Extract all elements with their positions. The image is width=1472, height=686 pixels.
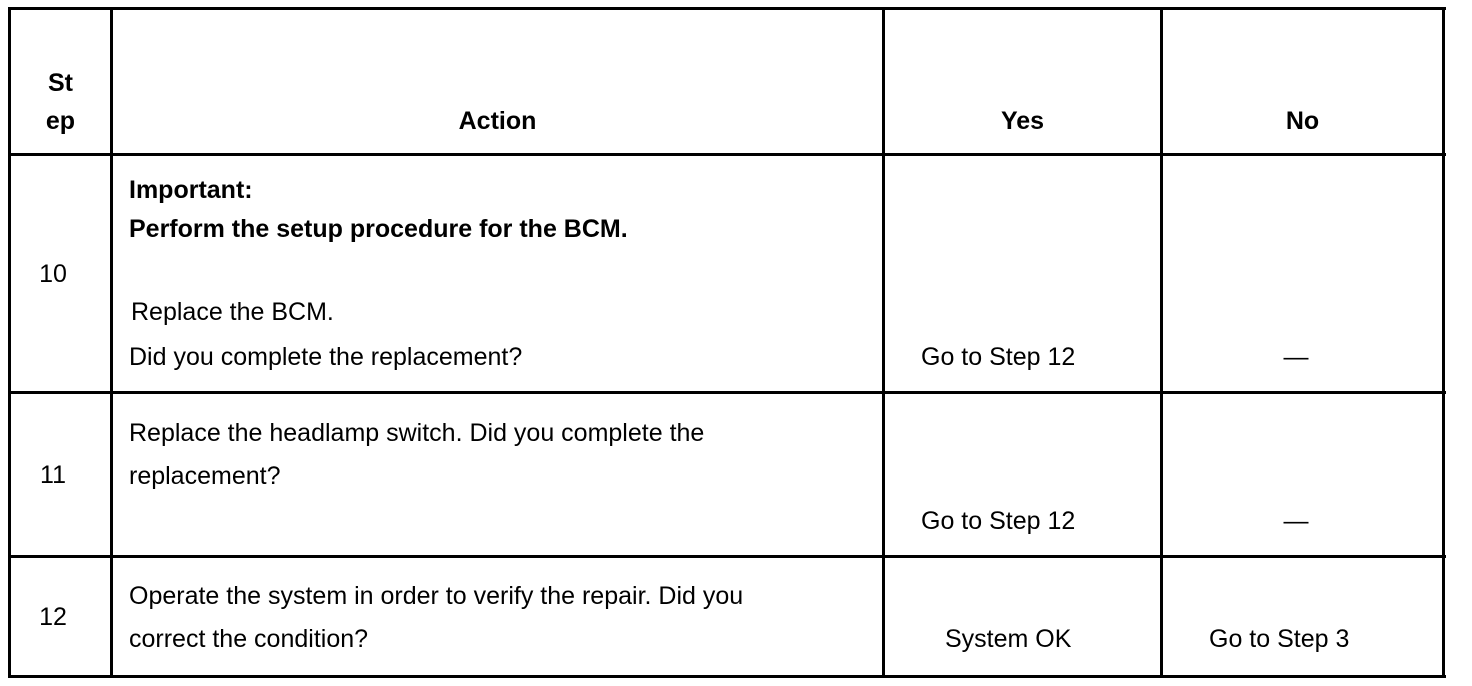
- yes-10: Go to Step 12: [921, 343, 1076, 371]
- header-divider: [8, 153, 1446, 156]
- action-11-line2: replacement?: [129, 462, 281, 490]
- no-11: —: [1283, 507, 1309, 535]
- table-border-top: [8, 7, 1446, 10]
- step-number-11: 11: [40, 461, 66, 489]
- important-label: Important:: [129, 176, 253, 204]
- no-12: Go to Step 3: [1209, 625, 1350, 653]
- action-11-line1: Replace the headlamp switch. Did you com…: [129, 419, 705, 447]
- action-10-line1: Replace the BCM.: [131, 298, 334, 326]
- header-action: Action: [458, 107, 537, 135]
- column-divider-step: [110, 7, 113, 678]
- table-border-right: [1442, 7, 1445, 678]
- header-step-line2: ep: [45, 107, 76, 135]
- action-12-line1: Operate the system in order to verify th…: [129, 582, 744, 610]
- important-text: Perform the setup procedure for the BCM.: [129, 215, 628, 243]
- row-divider-11: [8, 555, 1446, 558]
- action-10-line2: Did you complete the replacement?: [129, 343, 523, 371]
- column-divider-yes: [1160, 7, 1163, 678]
- action-12-line2: correct the condition?: [129, 625, 369, 653]
- no-10: —: [1283, 343, 1309, 371]
- header-no: No: [1285, 107, 1320, 135]
- column-divider-action: [882, 7, 885, 678]
- table-border-bottom: [8, 675, 1446, 678]
- table-border-left: [8, 7, 11, 678]
- step-number-12: 12: [39, 603, 67, 631]
- yes-11: Go to Step 12: [921, 507, 1076, 535]
- header-step-line1: St: [48, 69, 73, 97]
- yes-12: System OK: [945, 625, 1072, 653]
- step-number-10: 10: [39, 260, 67, 288]
- row-divider-10: [8, 391, 1446, 394]
- header-yes: Yes: [1000, 107, 1045, 135]
